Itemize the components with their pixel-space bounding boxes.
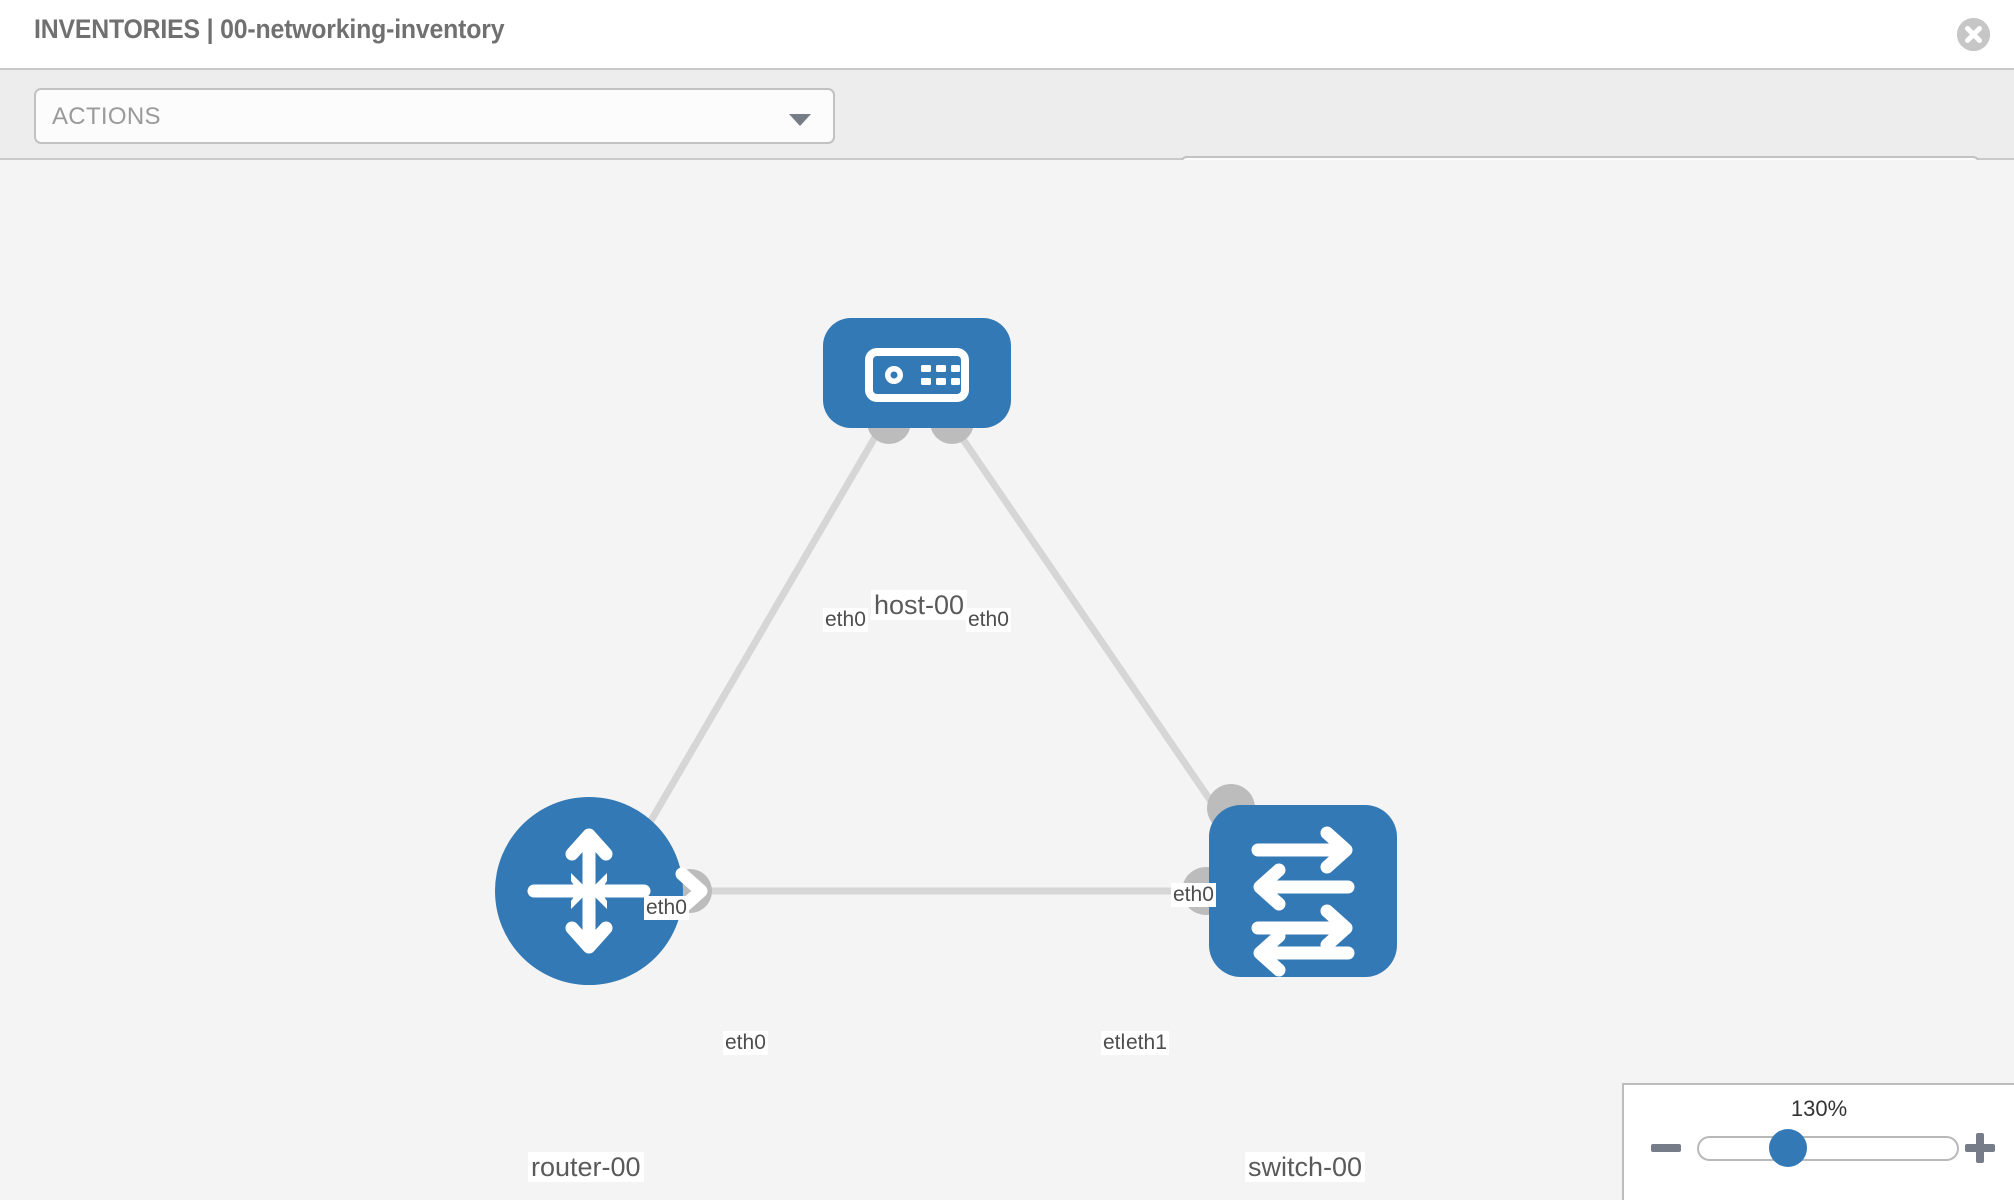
link-host00-router00	[624, 430, 882, 862]
link-host00-switch00	[955, 430, 1235, 834]
port-layer	[668, 400, 1255, 915]
node-label-router-00: router-00	[528, 1152, 644, 1183]
switch-arrows-icon	[1251, 826, 1355, 977]
iface-label-switch00-eth1: eth1	[1124, 1031, 1169, 1056]
plus-icon[interactable]	[1963, 1131, 1997, 1165]
iface-label-router00-uplink-eth0: eth0	[644, 896, 689, 921]
node-label-switch-00: switch-00	[1245, 1152, 1366, 1183]
topology-canvas[interactable]: host-00 router-00 switch-00 eth0 eth0 et…	[0, 160, 2014, 1200]
node-label-host-00: host-00	[871, 590, 968, 621]
router-arrowheads	[571, 873, 607, 909]
node-switch-00-hit[interactable]	[1209, 805, 1397, 977]
minus-icon[interactable]	[1649, 1131, 1683, 1165]
page-header: INVENTORIES | 00-networking-inventory	[0, 0, 2014, 68]
actions-dropdown-label: ACTIONS	[52, 103, 161, 130]
zoom-slider-thumb[interactable]	[1769, 1129, 1807, 1167]
node-host-00-hit[interactable]	[823, 318, 1011, 428]
close-icon[interactable]	[1957, 18, 1990, 51]
server-icon	[865, 348, 969, 402]
chevron-down-icon	[789, 114, 811, 126]
node-router-00-hit[interactable]	[495, 797, 683, 985]
zoom-level-value: 130%	[1790, 1096, 1848, 1121]
node-router-00	[495, 797, 708, 985]
zoom-control-panel: 130%	[1622, 1083, 2014, 1200]
link-layer	[624, 430, 1235, 895]
iface-label-host00-eth0-left: eth0	[823, 608, 868, 633]
zoom-slider-track[interactable]	[1697, 1136, 1959, 1161]
iface-label-switch00-uplink-eth0: eth0	[1171, 883, 1216, 908]
iface-label-host00-eth0-right: eth0	[966, 608, 1011, 633]
topology-graph	[495, 318, 1397, 985]
page-title: INVENTORIES | 00-networking-inventory	[34, 14, 505, 44]
iface-label-router00-eth0: eth0	[723, 1031, 768, 1056]
node-host-00	[823, 318, 1011, 428]
node-switch-00	[1209, 805, 1397, 977]
actions-dropdown[interactable]: ACTIONS	[34, 88, 835, 144]
toolbar: ACTIONS SEARC	[0, 68, 2014, 212]
